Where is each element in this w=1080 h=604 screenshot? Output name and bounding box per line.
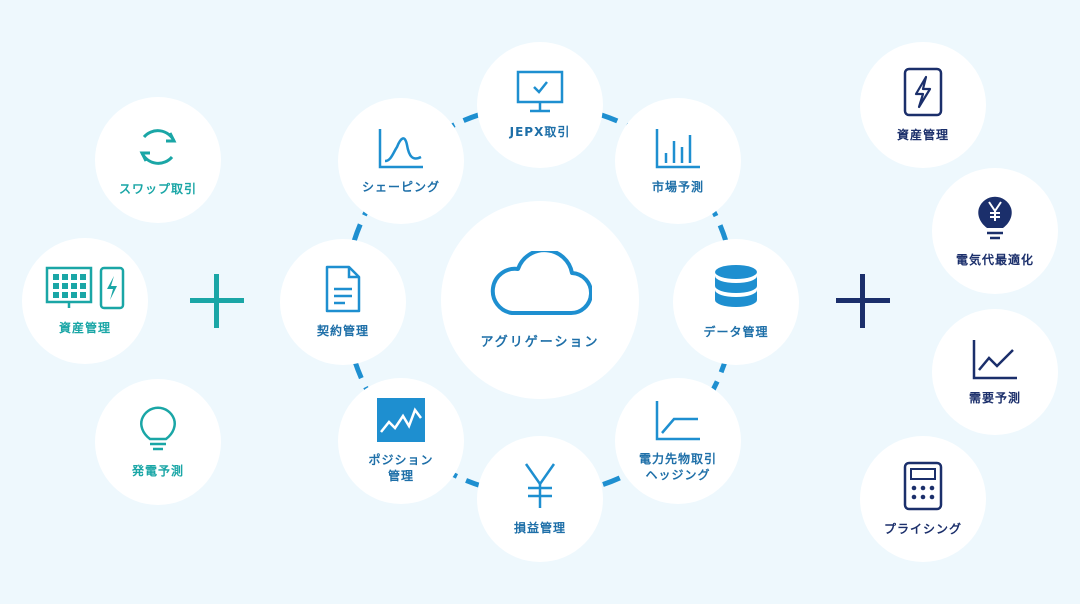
position-chart-icon	[377, 397, 425, 442]
ring-node-label: 電力先物取引 ヘッジング	[638, 451, 717, 482]
left-node-label: 資産管理	[58, 320, 111, 335]
solar-battery-icon	[45, 266, 125, 310]
ring-node-label: JEPX取引	[509, 124, 571, 139]
cloud-icon	[490, 250, 592, 315]
ring-node-data-management: データ管理	[673, 239, 799, 365]
left-node-label: 発電予測	[131, 463, 184, 478]
calculator-icon	[903, 461, 943, 511]
ring-node-label: シェーピング	[361, 179, 440, 194]
right-node-label: プライシング	[883, 521, 962, 536]
ring-node-futures-hedging: 電力先物取引 ヘッジング	[615, 378, 741, 504]
document-icon	[325, 265, 361, 313]
ring-node-label: 契約管理	[316, 323, 369, 338]
ring-node-shaping: シェーピング	[338, 98, 464, 224]
bar-chart-icon	[655, 128, 700, 169]
right-node-electricity-cost-optimization: 電気代最適化	[932, 168, 1058, 294]
database-icon	[715, 264, 757, 307]
ring-node-profit-management: 損益管理	[477, 436, 603, 562]
right-node-label: 電気代最適化	[955, 252, 1034, 267]
ring-node-market-forecast: 市場予測	[615, 98, 741, 224]
left-node-swap-trading: スワップ取引	[95, 97, 221, 223]
battery-bolt-icon	[903, 67, 943, 117]
center-node: アグリゲーション	[441, 201, 639, 399]
ring-node-position-management: ポジション 管理	[338, 378, 464, 504]
left-plus-icon	[190, 274, 244, 328]
hedge-chart-icon	[655, 400, 700, 441]
right-node-label: 需要予測	[968, 390, 1021, 405]
bulb-icon	[140, 406, 176, 451]
ring-node-label: 損益管理	[513, 520, 566, 535]
ring-node-label: 市場予測	[651, 179, 704, 194]
left-node-generation-forecast: 発電予測	[95, 379, 221, 505]
right-node-asset-management: 資産管理	[860, 42, 986, 168]
left-node-label: スワップ取引	[118, 181, 197, 196]
ring-node-label: データ管理	[703, 324, 769, 339]
ring-node-jepx: JEPX取引	[477, 42, 603, 168]
refresh-icon	[139, 129, 177, 165]
yen-icon	[524, 463, 556, 508]
shaping-curve-icon	[378, 128, 423, 169]
ring-node-label: ポジション 管理	[368, 452, 434, 483]
ring-node-contract-management: 契約管理	[280, 239, 406, 365]
right-node-label: 資産管理	[896, 127, 949, 142]
right-node-pricing: プライシング	[860, 436, 986, 562]
right-plus-icon	[836, 274, 890, 328]
monitor-check-icon	[516, 70, 564, 113]
left-node-asset-management: 資産管理	[22, 238, 148, 364]
line-chart-icon	[972, 339, 1017, 380]
right-node-demand-forecast: 需要予測	[932, 309, 1058, 435]
bulb-yen-icon	[978, 196, 1012, 240]
center-label: アグリゲーション	[480, 334, 600, 350]
